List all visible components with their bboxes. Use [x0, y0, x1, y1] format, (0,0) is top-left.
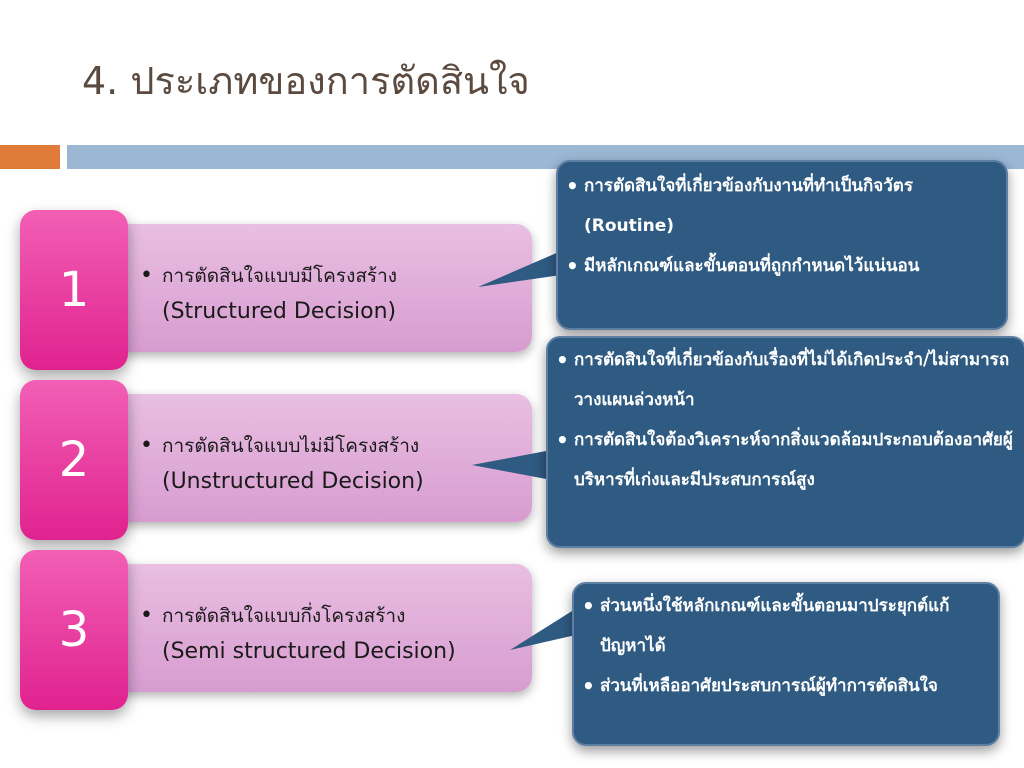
slide-title: 4. ประเภทของการตัดสินใจ [82, 59, 530, 103]
decision-type-1-bullet: • การตัดสินใจแบบมีโครงสร้าง [140, 258, 522, 294]
callout-2: การตัดสินใจที่เกี่ยวข้องกับเรื่องที่ไม่ไ… [546, 336, 1024, 548]
callout-2-item-2: การตัดสินใจต้องวิเคราะห์จากสิ่งแวดล้อมปร… [552, 420, 1016, 500]
decision-type-1-label-box: • การตัดสินใจแบบมีโครงสร้าง (Structured … [122, 224, 532, 352]
decision-type-3-thai: การตัดสินใจแบบกึ่งโครงสร้าง [162, 605, 406, 627]
callout-3: ส่วนหนึ่งใช้หลักเกณฑ์และขั้นตอนมาประยุกต… [572, 582, 1000, 746]
decision-type-2-english: (Unstructured Decision) [162, 469, 424, 494]
callout-1-item-2: มีหลักเกณฑ์และขั้นตอนที่ถูกกำหนดไว้แน่นอ… [562, 246, 996, 286]
callout-1-item-1: การตัดสินใจที่เกี่ยวข้องกับงานที่ทำเป็นก… [562, 166, 996, 246]
decision-type-2-bullet: • การตัดสินใจแบบไม่มีโครงสร้าง [140, 428, 522, 464]
decision-type-3-english: (Semi structured Decision) [162, 639, 456, 664]
callout-2-item-1: การตัดสินใจที่เกี่ยวข้องกับเรื่องที่ไม่ไ… [552, 340, 1016, 420]
callout-3-item-2: ส่วนที่เหลืออาศัยประสบการณ์ผู้ทำการตัดสิ… [578, 666, 990, 706]
callout-3-item-1: ส่วนหนึ่งใช้หลักเกณฑ์และขั้นตอนมาประยุกต… [578, 586, 990, 666]
decision-type-2-thai: การตัดสินใจแบบไม่มีโครงสร้าง [162, 435, 420, 457]
callout-3-pointer [510, 606, 580, 650]
decision-type-1-english: (Structured Decision) [162, 299, 397, 324]
decision-type-1-number: 1 [20, 210, 128, 370]
callout-2-pointer [472, 448, 562, 482]
callout-1-pointer [478, 248, 568, 287]
decision-type-2-number: 2 [20, 380, 128, 540]
decision-type-3-number: 3 [20, 550, 128, 710]
title-accent-orange-bar [0, 145, 60, 169]
decision-type-2-label-box: • การตัดสินใจแบบไม่มีโครงสร้าง (Unstruct… [122, 394, 532, 522]
callout-1: การตัดสินใจที่เกี่ยวข้องกับงานที่ทำเป็นก… [556, 160, 1008, 330]
decision-type-1-thai: การตัดสินใจแบบมีโครงสร้าง [162, 265, 398, 287]
decision-type-3-bullet: • การตัดสินใจแบบกึ่งโครงสร้าง [140, 598, 522, 634]
decision-type-3-label-box: • การตัดสินใจแบบกึ่งโครงสร้าง (Semi stru… [122, 564, 532, 692]
